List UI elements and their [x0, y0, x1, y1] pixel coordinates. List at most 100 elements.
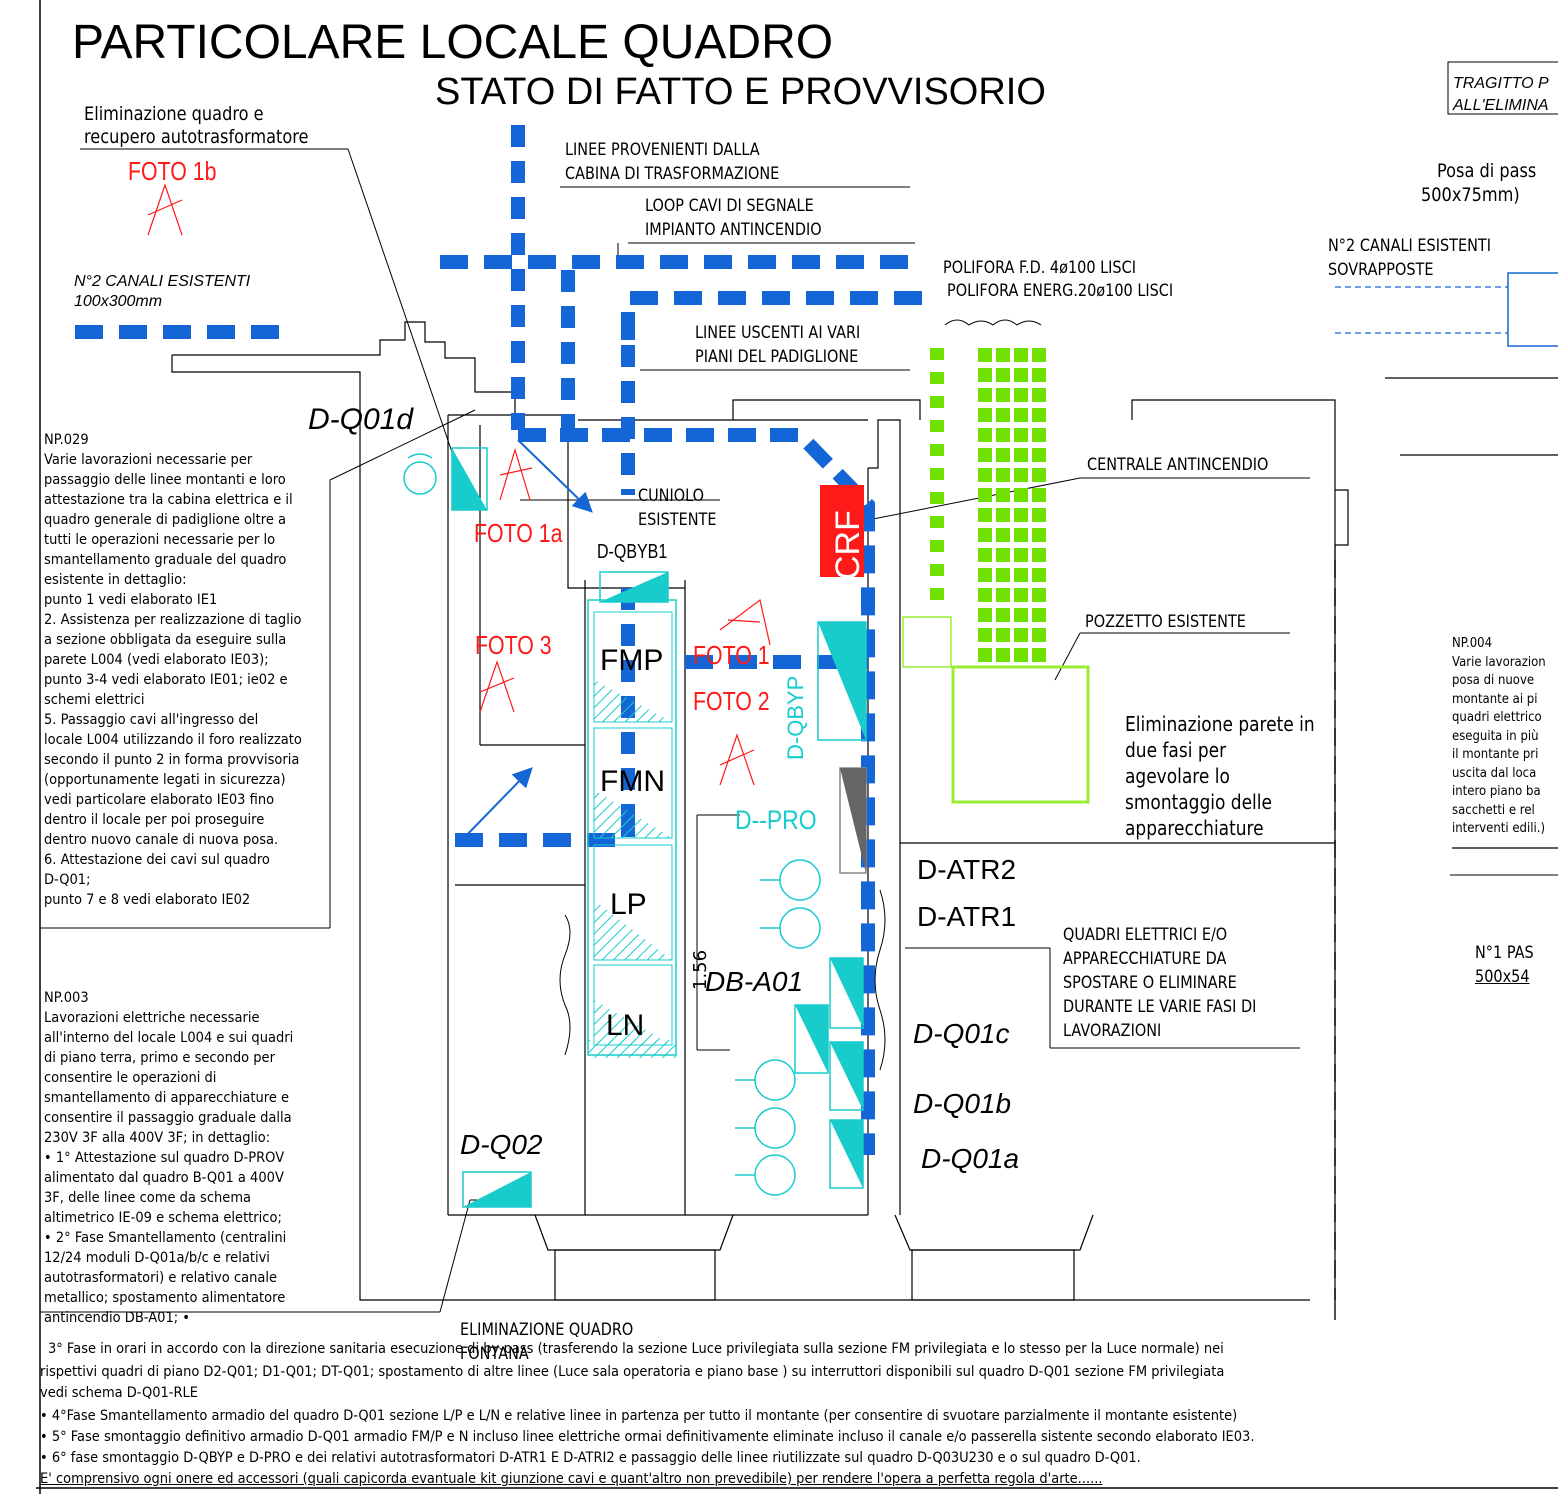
right-channel-box	[1507, 272, 1558, 347]
photo-markers	[147, 183, 771, 786]
callout-elim-quadro-2: recupero autotrasformatore	[84, 126, 309, 148]
polifora-duct	[1032, 588, 1046, 602]
callout-quadri-4: DURANTE LE VARIE FASI DI	[1063, 997, 1257, 1017]
polifora-duct	[1014, 568, 1028, 582]
polifora-duct	[996, 628, 1010, 642]
np029-line: dentro nuovo canale di nuova posa.	[44, 832, 279, 848]
polifora-duct	[996, 648, 1010, 662]
np029-line: smantellamento graduale del quadro	[44, 552, 287, 568]
polifora-duct	[996, 548, 1010, 562]
np029-line: 5. Passaggio cavi all'ingresso del	[44, 712, 259, 728]
callout-cuniolo-1: CUNIOLO	[638, 486, 705, 506]
callout-quadri-3: SPOSTARE O ELIMINARE	[1063, 973, 1237, 993]
bottom-note-6: • 6° fase smontaggio D-QBYP e D-PRO e de…	[40, 1450, 1141, 1466]
equip-dba01: DB-A01	[705, 966, 804, 997]
polifora-duct	[1032, 508, 1046, 522]
callout-canali-right-1: N°2 CANALI ESISTENTI	[1328, 236, 1491, 256]
np029-line: 2. Assistenza per realizzazione di tagli…	[44, 612, 302, 628]
np029-line: esistente in dettaglio:	[44, 572, 187, 588]
polifora-duct	[978, 568, 992, 582]
polifora-duct	[996, 408, 1010, 422]
callout-pozzetto: POZZETTO ESISTENTE	[1085, 612, 1246, 632]
polifora-duct	[1014, 368, 1028, 382]
callout-linee-prov-1: LINEE PROVENIENTI DALLA	[565, 140, 760, 160]
np029-line: NP.029	[44, 432, 89, 448]
polifora-duct	[996, 588, 1010, 602]
callout-centrale: CENTRALE ANTINCENDIO	[1087, 455, 1269, 475]
polifora-duct	[978, 648, 992, 662]
polifora-duct	[1014, 608, 1028, 622]
blue-arrows	[461, 439, 593, 841]
photo-label-foto1a: FOTO 1a	[474, 518, 563, 548]
callout-elim-fontana-2: FONTANA	[460, 1344, 529, 1364]
callout-elim-parete-3: agevolare lo	[1125, 764, 1230, 788]
np003-line: altimetrico IE-09 e schema elettrico;	[44, 1210, 282, 1226]
polifora-duct	[1032, 388, 1046, 402]
np004-line: sacchetti e rel	[1452, 802, 1535, 818]
np004-line: eseguita in più	[1452, 728, 1539, 744]
np003-line: consentire il passaggio graduale dalla	[44, 1110, 292, 1126]
callout-canali-right-2: SOVRAPPOSTE	[1328, 260, 1434, 280]
green-polifora-grid	[978, 348, 1046, 662]
np029-line: punto 7 e 8 vedi elaborato IE02	[44, 892, 251, 908]
callout-loop-2: IMPIANTO ANTINCENDIO	[645, 220, 822, 240]
bottom-note-7: E' comprensivo ogni onere ed accessori (…	[40, 1471, 1103, 1487]
callout-elim-fontana-1: ELIMINAZIONE QUADRO	[460, 1320, 634, 1340]
polifora-duct	[978, 628, 992, 642]
polifora-duct	[1032, 488, 1046, 502]
np003-line: 3F, delle linee come da schema	[44, 1190, 252, 1206]
crf-box	[820, 485, 864, 577]
callout-np-pas-2: 500x54	[1475, 967, 1530, 987]
polifora-duct	[1032, 568, 1046, 582]
np003-line: di piano terra, primo e secondo per	[44, 1050, 275, 1066]
tragitto-box	[1447, 61, 1558, 115]
polifora-duct	[978, 428, 992, 442]
np003-line: • 1° Attestazione sul quadro D-PROV	[44, 1150, 285, 1166]
polifora-duct	[978, 388, 992, 402]
polifora-duct	[1014, 648, 1028, 662]
np029-line: vedi particolare elaborato IE03 fino	[44, 792, 275, 808]
np029-line: Varie lavorazioni necessarie per	[44, 452, 253, 468]
callout-elim-parete-4: smontaggio delle	[1125, 790, 1272, 814]
np003-line: metallico; spostamento alimentatore	[44, 1290, 286, 1306]
np004-line: Varie lavorazion	[1452, 654, 1546, 670]
equip-datr2: D-ATR2	[917, 854, 1017, 885]
np003-line: NP.003	[44, 990, 89, 1006]
polifora-duct	[1014, 628, 1028, 642]
np029-line: quadro generale di padiglione oltre a	[44, 512, 287, 528]
brace	[559, 914, 571, 1056]
callout-np-pas-1: N°1 PAS	[1475, 943, 1534, 963]
polifora-duct	[996, 348, 1010, 362]
polifora-duct	[978, 608, 992, 622]
polifora-duct	[1014, 528, 1028, 542]
np003-line: 230V 3F alla 400V 3F; in dettaglio:	[44, 1130, 271, 1146]
np003-line: antincendio DB-A01; •	[44, 1310, 190, 1326]
photo-label-foto2: FOTO 2	[693, 686, 770, 716]
polifora-duct	[1014, 488, 1028, 502]
callout-cuniolo-2: ESISTENTE	[638, 510, 717, 530]
np004-line: il montante pri	[1452, 747, 1539, 762]
polifora-duct	[978, 488, 992, 502]
bottom-note-3: vedi schema D-Q01-RLE	[40, 1385, 198, 1401]
polifora-duct	[978, 548, 992, 562]
page-subtitle: STATO DI FATTO E PROVVISORIO	[435, 71, 1046, 113]
np003-line: all'interno del locale L004 e sui quadri	[44, 1030, 294, 1046]
np029-line: punto 3-4 vedi elaborato IE01; ie02 e	[44, 672, 288, 688]
polifora-duct	[1032, 528, 1046, 542]
polifora-duct	[1032, 608, 1046, 622]
polifora-duct	[996, 388, 1010, 402]
polifora-duct	[978, 408, 992, 422]
autotransformers	[403, 453, 821, 1196]
green-small-box	[902, 616, 952, 668]
right-channels	[1335, 286, 1508, 334]
equip-dq01c: D-Q01c	[913, 1018, 1010, 1049]
polifora-duct	[1032, 448, 1046, 462]
np004-line: intero piano ba	[1452, 784, 1541, 799]
np029-line: D-Q01;	[44, 872, 91, 888]
np003-line: 12/24 moduli D-Q01a/b/c e relativi	[44, 1250, 270, 1266]
photo-label-foto3: FOTO 3	[475, 630, 552, 660]
polifora-duct	[1014, 348, 1028, 362]
